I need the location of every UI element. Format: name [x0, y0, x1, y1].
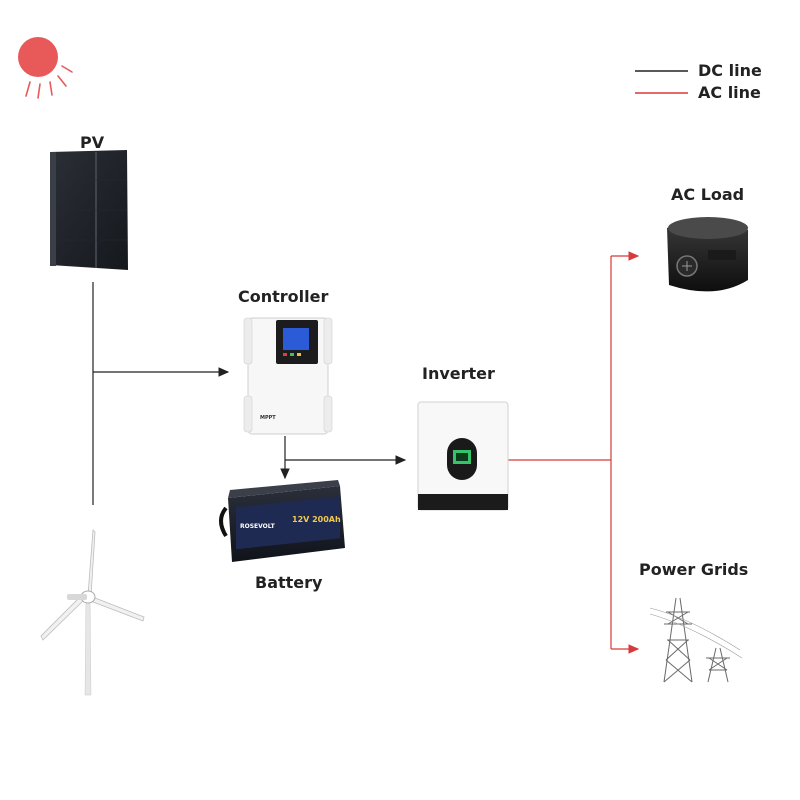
battery-label: Battery	[255, 573, 323, 592]
inverter-icon	[417, 401, 509, 511]
controller-brand-text: MPPT	[260, 415, 276, 421]
legend-ac-label: AC line	[698, 83, 761, 102]
rice-cooker-icon	[667, 217, 748, 292]
sun-icon	[18, 37, 73, 99]
battery-icon: ROSEVOLT 12V 200Ah	[219, 480, 345, 562]
controller-label: Controller	[238, 287, 329, 306]
ac-wiring	[508, 251, 640, 654]
inverter-label: Inverter	[422, 364, 495, 383]
solar-panel-icon	[50, 150, 128, 270]
battery-brand-text: ROSEVOLT	[240, 523, 276, 530]
dc-wiring	[92, 282, 407, 505]
wind-turbine-icon	[40, 529, 145, 696]
power-tower-icon	[649, 597, 743, 683]
ac-load-label: AC Load	[671, 185, 745, 204]
legend-dc-label: DC line	[698, 61, 762, 80]
pv-label: PV	[80, 133, 105, 152]
power-grids-label: Power Grids	[639, 560, 749, 579]
controller-icon: MPPT	[243, 317, 333, 435]
battery-spec-text: 12V 200Ah	[292, 515, 341, 524]
